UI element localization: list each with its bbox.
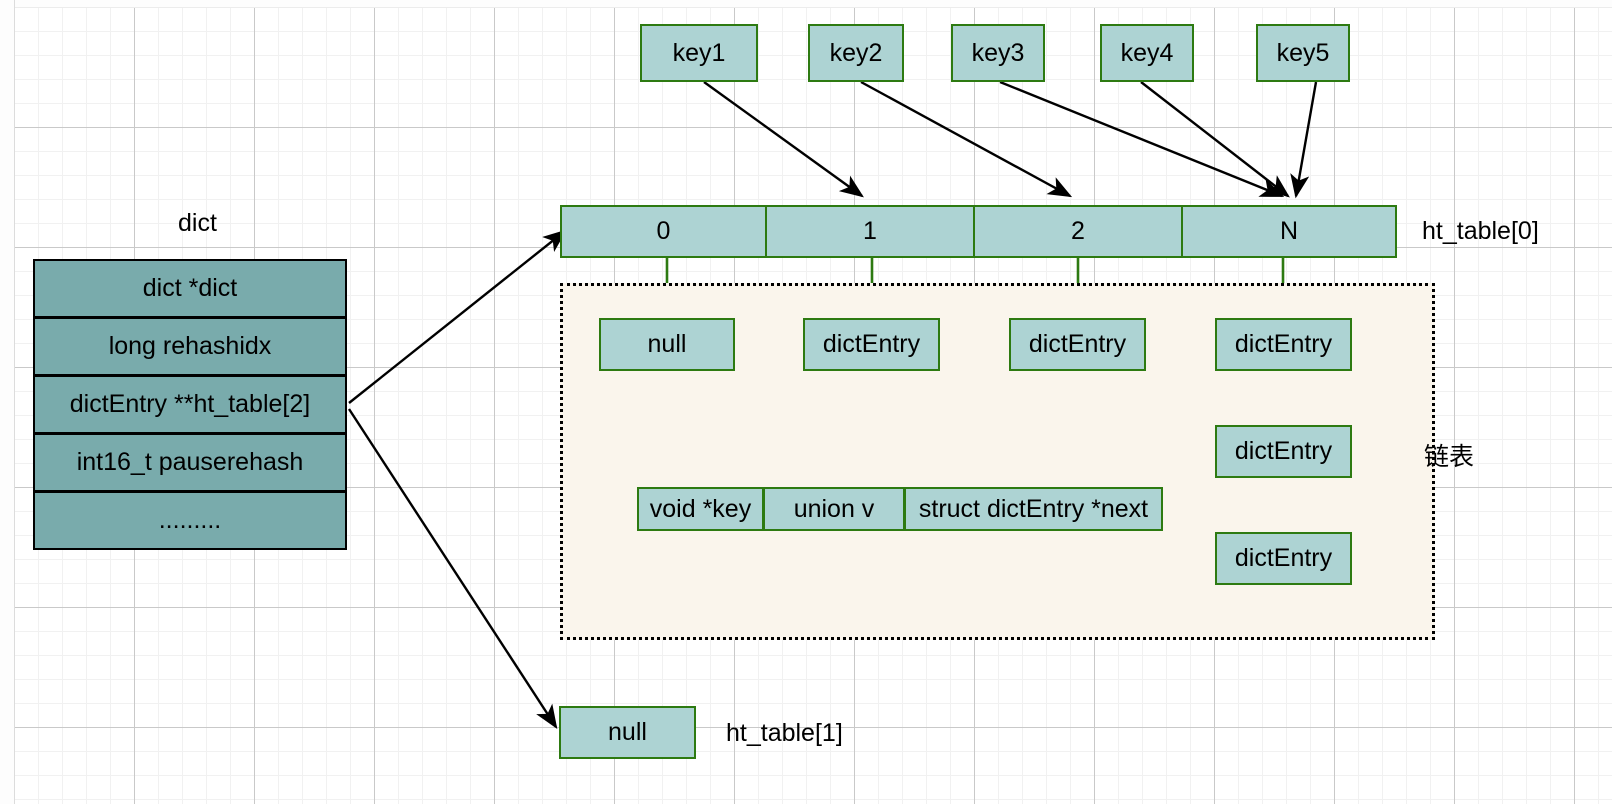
hash-table-cell-1[interactable]: 1: [765, 205, 975, 258]
dict-struct-row-label: .........: [158, 506, 222, 534]
arrow-httable-to-ht0: [348, 229, 567, 404]
dict-struct-row-4[interactable]: .........: [33, 491, 347, 550]
key-box-5[interactable]: key5: [1256, 24, 1350, 82]
dictentry-field-label: struct dictEntry *next: [918, 494, 1149, 523]
hash-table-cell-n[interactable]: N: [1181, 205, 1397, 258]
key-box-label: key5: [1276, 38, 1330, 67]
dictentry-field-value[interactable]: union v: [763, 487, 905, 531]
dictentry-field-key[interactable]: void *key: [637, 487, 764, 531]
dict-struct-row-label: dictEntry **ht_table[2]: [69, 390, 311, 418]
canvas-top-edge: [0, 0, 1612, 8]
bucket-head-2-dictentry[interactable]: dictEntry: [1009, 318, 1146, 371]
bucket-head-n-dictentry[interactable]: dictEntry: [1215, 318, 1352, 371]
key-box-3[interactable]: key3: [951, 24, 1045, 82]
key-box-label: key2: [829, 38, 883, 67]
key-box-2[interactable]: key2: [808, 24, 904, 82]
arrow-key1-to-cell1: [703, 81, 864, 198]
dict-title-label: dict: [178, 209, 217, 237]
chain-node-1[interactable]: dictEntry: [1215, 425, 1352, 478]
ht-table1-null-label: null: [608, 718, 647, 746]
arrow-httable-to-ht1: [347, 408, 558, 730]
chain-node-label: dictEntry: [1234, 437, 1333, 465]
dict-struct-row-1[interactable]: long rehashidx: [33, 317, 347, 376]
dict-struct-row-0[interactable]: dict *dict: [33, 259, 347, 318]
bucket-head-0-null[interactable]: null: [599, 318, 735, 371]
dict-struct-row-label: long rehashidx: [108, 332, 272, 360]
dict-struct-row-label: int16_t pauserehash: [76, 448, 304, 476]
ht-table1-null-box[interactable]: null: [559, 706, 696, 759]
key-box-4[interactable]: key4: [1100, 24, 1194, 82]
arrow-key5-to-cellN: [1290, 81, 1318, 199]
bucket-head-label: dictEntry: [1028, 330, 1127, 358]
chain-node-label: dictEntry: [1234, 544, 1333, 572]
hash-table-cell-2[interactable]: 2: [973, 205, 1183, 258]
hash-table-cell-label: 2: [1071, 217, 1085, 245]
canvas-left-edge: [0, 0, 15, 804]
key-box-label: key3: [971, 38, 1025, 67]
chain-annotation-label: 链表: [1424, 443, 1475, 471]
arrow-key2-to-cell2: [860, 80, 1073, 198]
bucket-head-label: dictEntry: [1234, 330, 1333, 358]
key-box-label: key1: [672, 38, 726, 67]
dictentry-field-label: void *key: [649, 494, 752, 523]
arrow-key3-to-cellN: [999, 80, 1285, 198]
dict-struct-row-2[interactable]: dictEntry **ht_table[2]: [33, 375, 347, 434]
chain-node-2[interactable]: dictEntry: [1215, 532, 1352, 585]
hash-table-cell-label: N: [1279, 217, 1299, 245]
ht-table0-label: ht_table[0]: [1422, 217, 1539, 245]
bucket-head-label: dictEntry: [822, 330, 921, 358]
key-box-label: key4: [1120, 38, 1174, 67]
key-box-1[interactable]: key1: [640, 24, 758, 82]
bucket-head-1-dictentry[interactable]: dictEntry: [803, 318, 940, 371]
hash-table-cell-0[interactable]: 0: [560, 205, 767, 258]
bucket-head-label: null: [647, 330, 687, 358]
arrow-key4-to-cellN: [1140, 81, 1290, 198]
dict-struct-row-3[interactable]: int16_t pauserehash: [33, 433, 347, 492]
ht-table1-label: ht_table[1]: [726, 719, 843, 747]
hash-table-cell-label: 1: [863, 217, 877, 245]
hash-table-cell-label: 0: [656, 217, 671, 245]
dict-struct-row-label: dict *dict: [142, 274, 238, 302]
dictentry-field-label: union v: [793, 494, 875, 523]
dictentry-field-next[interactable]: struct dictEntry *next: [904, 487, 1163, 531]
